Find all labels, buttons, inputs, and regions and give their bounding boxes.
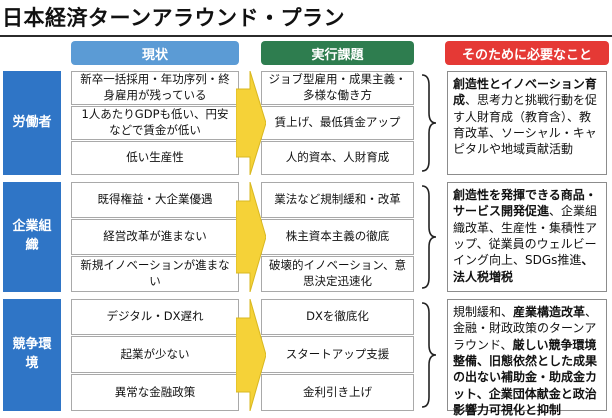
title-underline: [0, 35, 612, 37]
header-need: そのために必要なこと: [445, 41, 609, 65]
page-title: 日本経済ターンアラウンド・プラン: [2, 6, 345, 30]
need-text: 規制緩和、: [453, 305, 514, 319]
need-box-workers: 創造性とイノベーション育成、思考力と挑戦行動を促す人財育成（教育含）、教育改革、…: [447, 71, 607, 175]
row-label-workers: 労働者: [3, 71, 61, 175]
need-text: 創造性を発揮できる商品・サービス開発促進: [453, 188, 597, 219]
kadai-cell: 株主資本主義の徹底: [261, 219, 414, 255]
need-text: 、法人税増税: [453, 253, 594, 284]
genjo-cell: デジタル・DX遅れ: [71, 299, 239, 335]
kadai-cell: 人的資本、人財育成: [261, 141, 414, 175]
kadai-cell: DXを徹底化: [261, 299, 414, 335]
genjo-cell: 1人あたりGDPも低い、円安などで賃金が低い: [71, 106, 239, 140]
right-arrow-icon: [236, 71, 266, 175]
brace-icon: [420, 184, 440, 290]
need-text: 、企業組織改革、生産性・集積性アップ、従業員のウェルビーイング向上、SDGs推進: [453, 204, 598, 268]
need-text: 産業構造改革: [513, 305, 586, 319]
brace-icon: [420, 73, 440, 173]
kadai-cell: ジョブ型雇用・成果主義・多様な働き方: [261, 71, 414, 105]
genjo-cell: 異常な金融政策: [71, 374, 239, 411]
kadai-cell: 賃上げ、最低賃金アップ: [261, 106, 414, 140]
header-genjo: 現状: [71, 41, 239, 65]
kadai-cell: スタートアップ支援: [261, 336, 414, 373]
genjo-cell: 既得権益・大企業優遇: [71, 182, 239, 218]
genjo-cell: 低い生産性: [71, 141, 239, 175]
row-label-competition: 競争環境: [3, 299, 61, 411]
need-text: 厳しい競争環境整備、旧態依然とした成果の出ない補助金・助成金カット、企業団体献金…: [453, 337, 598, 417]
right-arrow-icon: [236, 299, 266, 411]
need-text: 、金融・財政政策のターンアラウンド、: [453, 305, 598, 352]
genjo-cell: 起業が少ない: [71, 336, 239, 373]
right-arrow-icon: [236, 182, 266, 292]
kadai-cell: 破壊的イノベーション、意思決定迅速化: [261, 256, 414, 292]
need-box-organization: 創造性を発揮できる商品・サービス開発促進、企業組織改革、生産性・集積性アップ、従…: [447, 182, 607, 292]
row-label-organization: 企業組織: [3, 182, 61, 292]
kadai-cell: 金利引き上げ: [261, 374, 414, 411]
brace-icon: [420, 301, 440, 409]
need-text: 、思考力と挑戦行動を促す人財育成（教育含）、教育改革、ソーシャル・キャピタルや地…: [453, 93, 598, 157]
need-text: 創造性とイノベーション育成: [453, 77, 597, 108]
header-kadai: 実行課題: [261, 41, 414, 65]
need-box-competition: 規制緩和、産業構造改革、金融・財政政策のターンアラウンド、厳しい競争環境整備、旧…: [447, 299, 607, 417]
genjo-cell: 新規イノベーションが進まない: [71, 256, 239, 292]
genjo-cell: 新卒一括採用・年功序列・終身雇用が残っている: [71, 71, 239, 105]
kadai-cell: 業法など規制緩和・改革: [261, 182, 414, 218]
genjo-cell: 経営改革が進まない: [71, 219, 239, 255]
